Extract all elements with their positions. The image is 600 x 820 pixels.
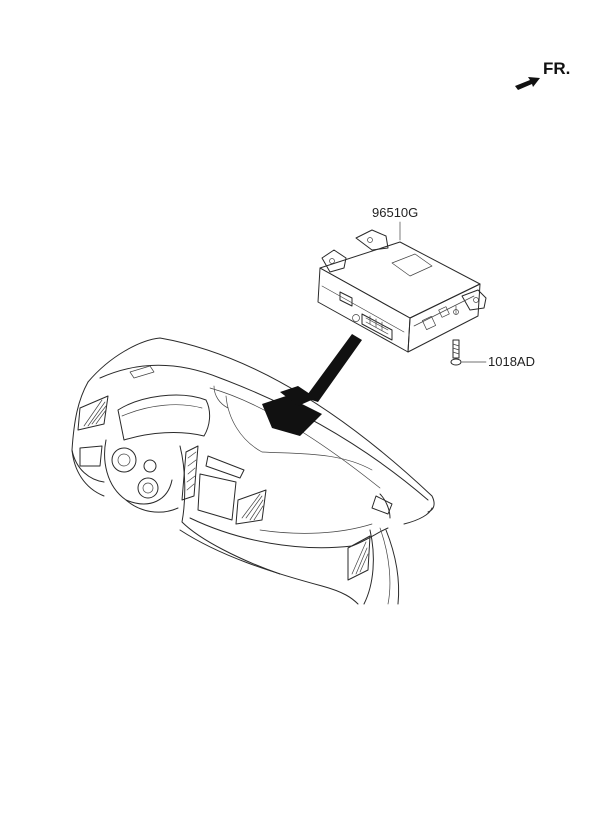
control-module-icon: [317, 229, 487, 353]
front-arrow-icon: [515, 77, 540, 90]
location-marker-icon: [262, 386, 322, 436]
part-label-1018ad: 1018AD: [488, 354, 535, 369]
location-pointer: [305, 334, 362, 402]
part-label-96510g: 96510G: [372, 205, 418, 220]
dashboard-icon: [71, 337, 435, 605]
front-label: FR.: [543, 59, 570, 78]
bolt-icon: [450, 305, 462, 366]
